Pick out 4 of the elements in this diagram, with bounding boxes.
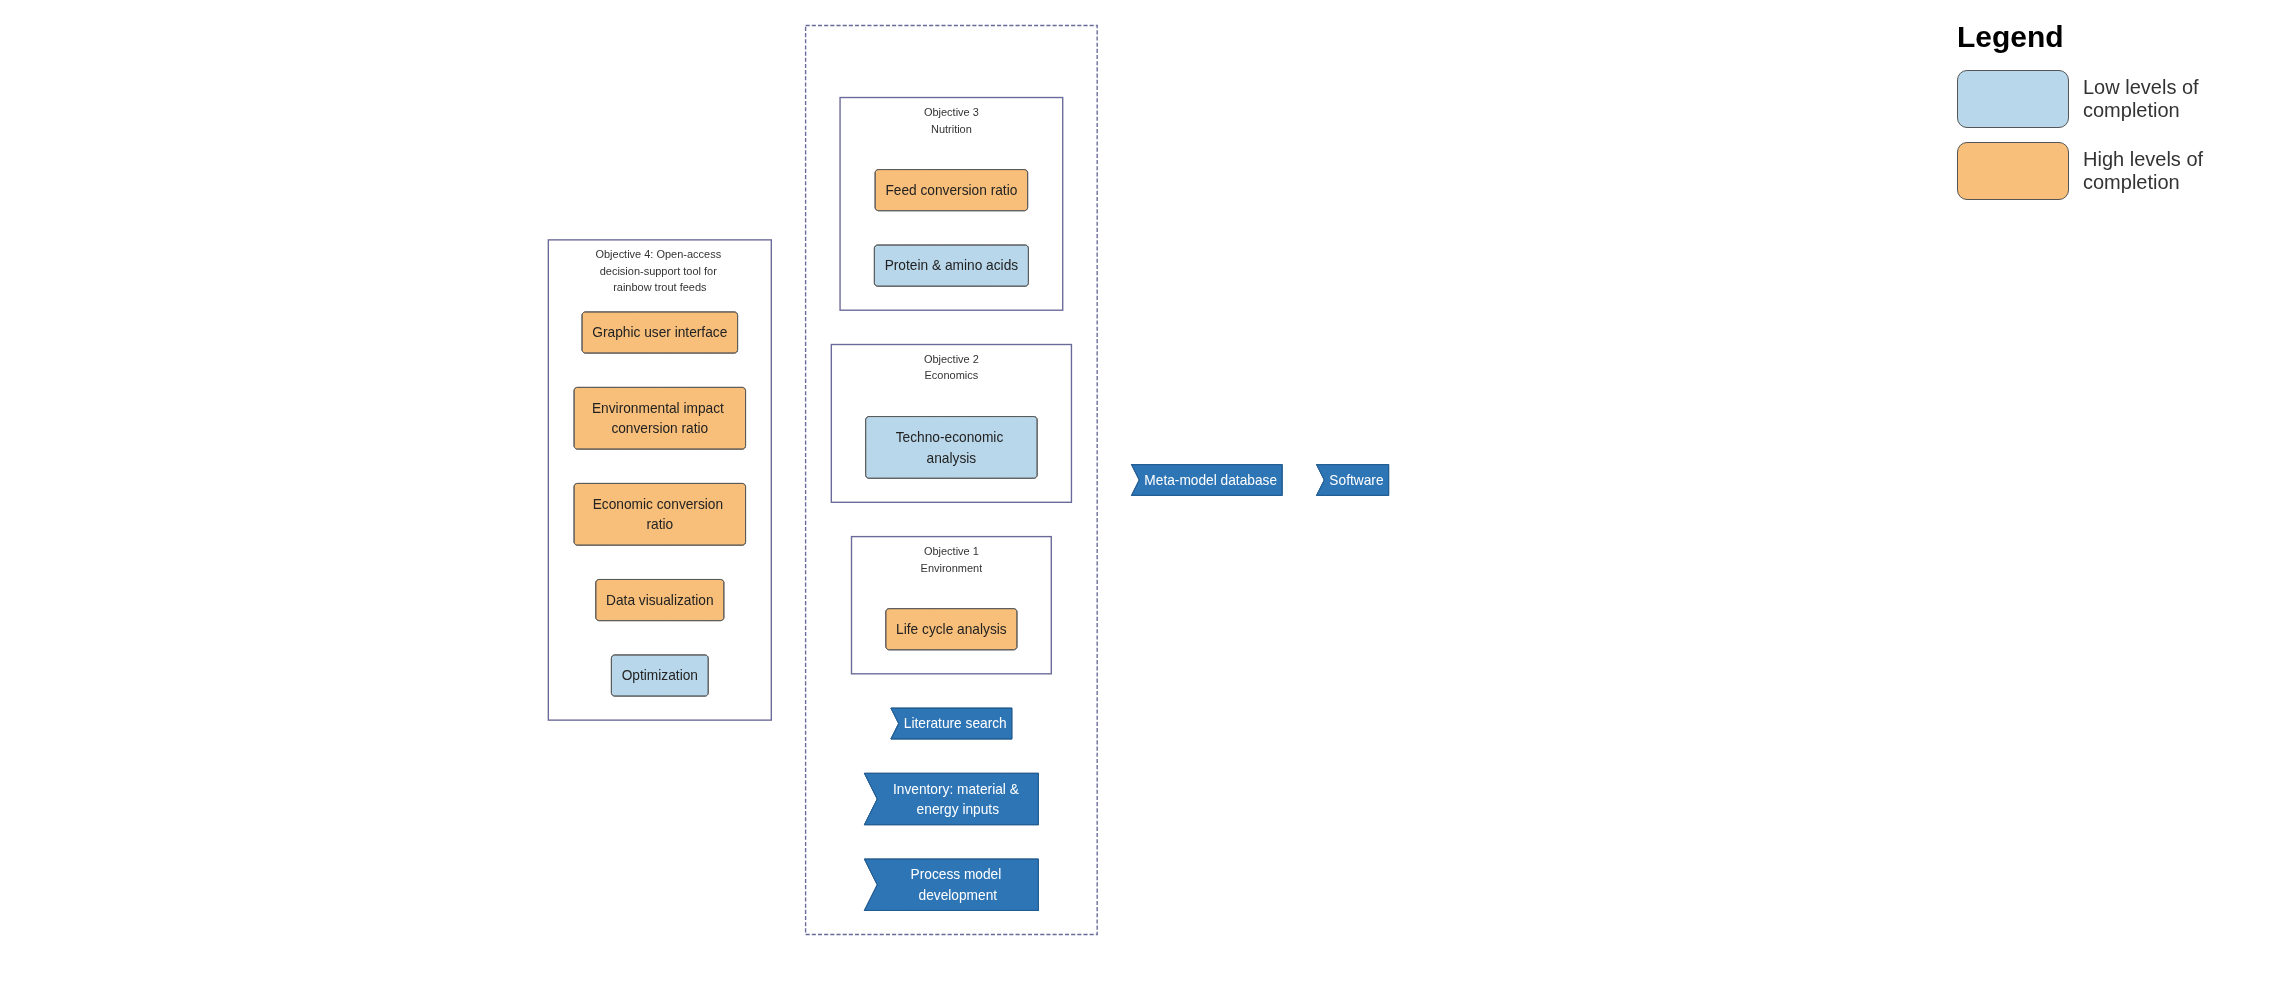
legend-text: High levels of completion bbox=[2083, 148, 2205, 194]
legend-text: Low levels of completion bbox=[2083, 76, 2200, 122]
cluster bbox=[804, 24, 1098, 936]
legend-heading: Legend bbox=[1957, 20, 2065, 54]
